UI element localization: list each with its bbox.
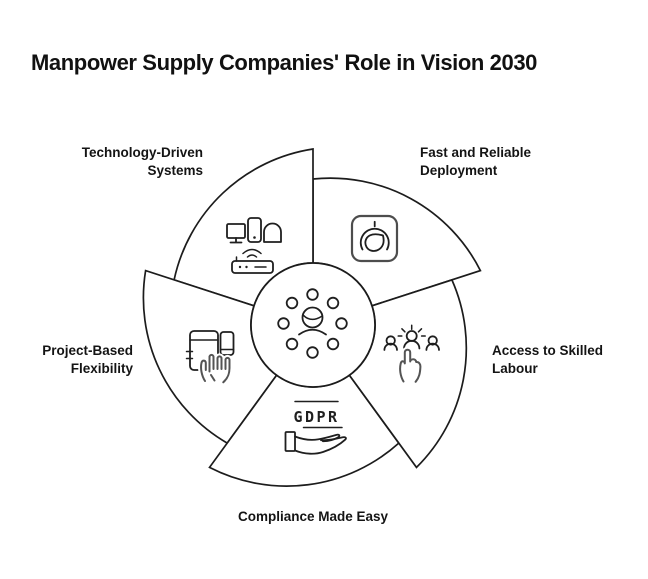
person-left-shoulders xyxy=(383,342,398,351)
network-dots xyxy=(277,288,348,359)
network-dot xyxy=(285,296,299,310)
page-title: Manpower Supply Companies' Role in Visio… xyxy=(31,50,537,75)
person-left-head xyxy=(385,335,396,346)
label-technology-driven-systems: Technology-Driven Systems xyxy=(81,145,203,178)
phone-icon xyxy=(247,217,262,243)
network-dot xyxy=(326,296,340,310)
network-dot xyxy=(335,317,348,330)
network-dot xyxy=(326,337,340,351)
speedometer-icon xyxy=(350,214,399,263)
gauge-needle-drop xyxy=(364,233,385,252)
network-dot xyxy=(306,288,319,301)
grabbing-hand-icon xyxy=(200,353,231,384)
label-fast-reliable-deployment: Fast and Reliable Deployment xyxy=(420,145,532,178)
center-hub-circle xyxy=(250,262,376,388)
person-hair-line xyxy=(302,314,323,321)
card-side-tabs xyxy=(185,350,194,360)
router-led xyxy=(238,265,242,269)
candidate-selection-icon xyxy=(383,324,440,385)
person-head xyxy=(301,306,324,329)
person-right-shoulders xyxy=(425,342,440,351)
person-shoulders xyxy=(298,328,327,336)
sparkle-rays xyxy=(397,324,426,337)
connected-devices-router-icon xyxy=(226,217,282,274)
documents-hand-icon xyxy=(185,330,235,386)
phone-button xyxy=(253,236,256,239)
label-compliance-made-easy: Compliance Made Easy xyxy=(237,509,389,524)
monitor-stand xyxy=(229,237,243,244)
router-led xyxy=(245,265,248,269)
gdpr-hand-icon: GDPR xyxy=(284,400,347,455)
gauge-arc xyxy=(359,227,390,251)
hand-thumb-line xyxy=(294,433,341,443)
pointing-hand-icon xyxy=(399,348,422,383)
gdpr-label: GDPR xyxy=(293,408,339,426)
label-project-based-flexibility: Project-Based Flexibility xyxy=(42,343,133,376)
network-dot xyxy=(277,317,290,330)
team-network-icon xyxy=(277,288,348,359)
router-icon xyxy=(231,260,274,274)
wifi-waves-icon xyxy=(242,248,262,258)
person-right-head xyxy=(427,335,438,346)
network-dot xyxy=(306,346,319,359)
laptop-bag-icon xyxy=(263,222,282,243)
label-access-skilled-labour: Access to Skilled Labour xyxy=(492,343,604,376)
person-middle-shoulders xyxy=(403,339,421,350)
network-dot xyxy=(285,337,299,351)
hand-cuff xyxy=(284,431,296,452)
